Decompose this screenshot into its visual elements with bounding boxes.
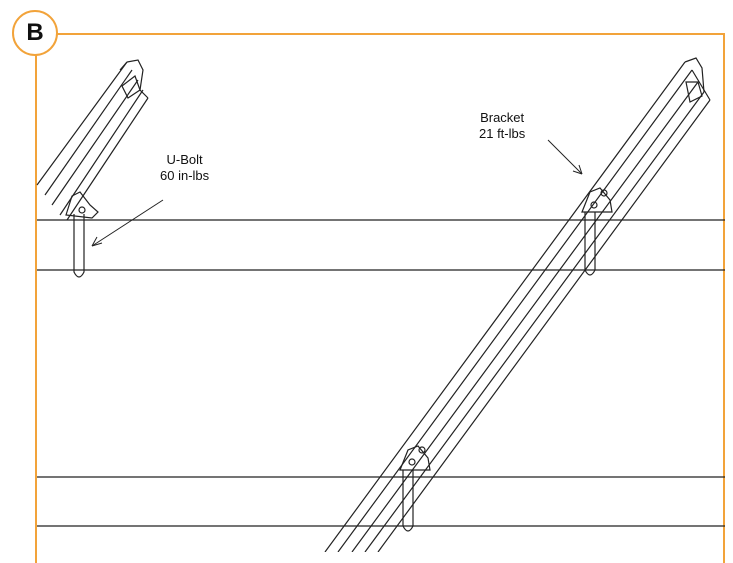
lower-bracket xyxy=(399,445,431,471)
bracket-callout-name: Bracket xyxy=(480,110,525,125)
ubolt-callout: U-Bolt 60 in-lbs xyxy=(160,152,209,184)
left-rail xyxy=(36,59,149,221)
ubolt-callout-arrow xyxy=(91,199,164,247)
bracket-callout-torque: 21 ft-lbs xyxy=(479,126,526,141)
right-rail xyxy=(324,57,711,552)
bracket-callout: Bracket 21 ft-lbs xyxy=(479,110,525,142)
right-u-bolt xyxy=(584,212,596,276)
lower-pipe xyxy=(37,476,725,527)
left-bracket xyxy=(65,191,99,219)
lower-u-bolt xyxy=(402,470,414,532)
right-bracket xyxy=(581,187,613,213)
panel-frame xyxy=(35,33,725,563)
ubolt-callout-torque: 60 in-lbs xyxy=(160,168,210,183)
panel-label-badge: B xyxy=(12,10,58,56)
ubolt-callout-name: U-Bolt xyxy=(166,152,203,167)
left-u-bolt xyxy=(73,214,85,278)
panel-label: B xyxy=(26,19,44,46)
upper-pipe xyxy=(37,219,725,271)
bracket-callout-arrow xyxy=(547,139,583,175)
